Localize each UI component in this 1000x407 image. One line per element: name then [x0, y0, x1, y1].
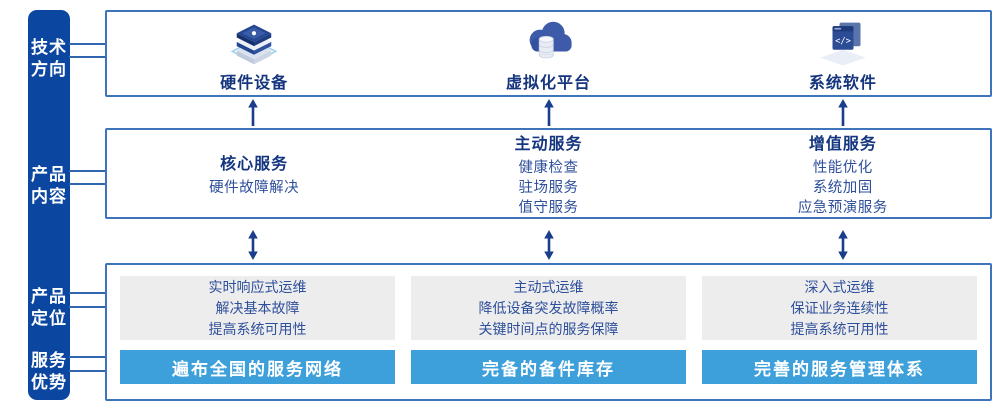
- connector-line: [69, 56, 106, 58]
- service-column-proactive: 主动服务 健康检查 驻场服务 值守服务: [401, 130, 695, 217]
- connector-line: [69, 183, 106, 185]
- software-window-icon: </>: [815, 16, 871, 66]
- up-arrow-icon: [248, 99, 258, 126]
- cloud-platform-icon: [520, 16, 576, 66]
- product-position-panel: 实时响应式运维 解决基本故障 提高系统可用性 遍布全国的服务网络 主动式运维 降…: [105, 263, 992, 401]
- service-column-value-added: 增值服务 性能优化 系统加固 应急预演服务: [696, 130, 990, 217]
- position-column-proactive: 主动式运维 降低设备突发故障概率 关键时间点的服务保障 完备的备件库存: [411, 276, 686, 384]
- connector-line: [69, 306, 106, 308]
- position-description: 深入式运维 保证业务连续性 提高系统可用性: [702, 276, 977, 340]
- service-item: 值守服务: [518, 199, 579, 216]
- tech-item-label: 硬件设备: [220, 75, 289, 92]
- tech-item-hardware: 硬件设备: [107, 12, 401, 95]
- position-description: 实时响应式运维 解决基本故障 提高系统可用性: [120, 276, 395, 340]
- sidebar-label-product-content: 产品 内容: [31, 165, 67, 207]
- advantage-banner: 完备的备件库存: [411, 350, 686, 384]
- service-heading: 核心服务: [220, 155, 289, 173]
- position-description: 主动式运维 降低设备突发故障概率 关键时间点的服务保障: [411, 276, 686, 340]
- tech-item-system-software: </> 系统软件: [696, 12, 990, 95]
- double-arrow-icon: [248, 230, 258, 260]
- position-column-deep: 深入式运维 保证业务连续性 提高系统可用性 完善的服务管理体系: [702, 276, 977, 384]
- connector-line: [69, 43, 106, 45]
- connector-line: [69, 356, 106, 358]
- service-column-core: 核心服务 硬件故障解决: [107, 130, 401, 217]
- up-arrow-icon: [838, 99, 848, 126]
- service-item: 应急预演服务: [797, 199, 888, 216]
- position-column-realtime: 实时响应式运维 解决基本故障 提高系统可用性 遍布全国的服务网络: [120, 276, 395, 384]
- product-content-panel: 核心服务 硬件故障解决 主动服务 健康检查 驻场服务 值守服务 增值服务 性能优…: [105, 128, 992, 219]
- service-heading: 主动服务: [514, 135, 583, 153]
- tech-item-label: 系统软件: [808, 75, 877, 92]
- sidebar-label-service-advantage: 服务 优势: [31, 351, 67, 393]
- server-stack-icon: [226, 16, 282, 66]
- service-item: 系统加固: [812, 179, 873, 196]
- tech-direction-panel: 硬件设备: [105, 10, 992, 97]
- service-item: 健康检查: [518, 159, 579, 176]
- svg-text:</>: </>: [835, 37, 851, 47]
- connector-line: [69, 170, 106, 172]
- service-item: 硬件故障解决: [209, 179, 300, 196]
- tech-item-label: 虚拟化平台: [505, 75, 591, 92]
- service-item: 性能优化: [812, 159, 873, 176]
- service-item: 驻场服务: [518, 179, 579, 196]
- advantage-banner: 完善的服务管理体系: [702, 350, 977, 384]
- advantage-banner: 遍布全国的服务网络: [120, 350, 395, 384]
- double-arrow-icon: [544, 230, 554, 260]
- tech-item-virtualization: 虚拟化平台: [401, 12, 695, 95]
- sidebar-label-product-position: 产品 定位: [31, 287, 67, 329]
- sidebar-label-tech-direction: 技术 方向: [31, 38, 67, 80]
- sidebar: 技术 方向 产品 内容 产品 定位 服务 优势: [28, 10, 70, 400]
- connector-line: [69, 292, 106, 294]
- double-arrow-icon: [838, 230, 848, 260]
- up-arrow-icon: [544, 99, 554, 126]
- service-heading: 增值服务: [808, 135, 877, 153]
- connector-line: [69, 370, 106, 372]
